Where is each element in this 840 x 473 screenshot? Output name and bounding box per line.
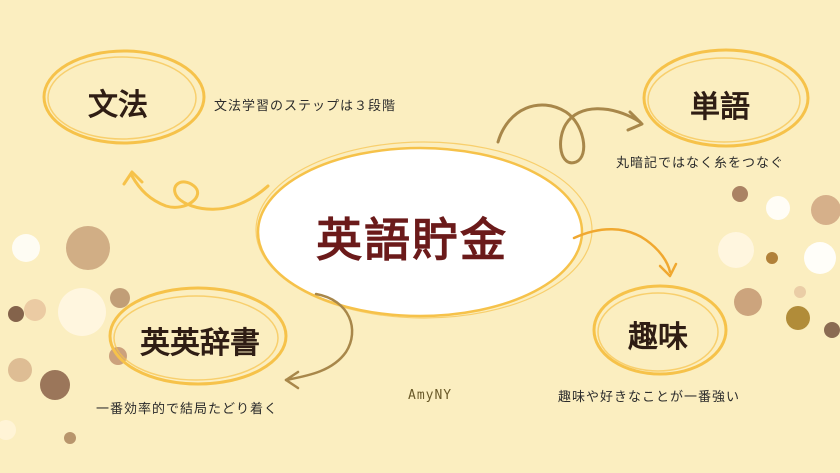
center-title: 英語貯金 xyxy=(316,213,508,267)
grammar-circle-inner xyxy=(47,56,197,140)
decor-dot xyxy=(786,306,810,330)
decor-dot xyxy=(8,306,24,322)
decor-dot xyxy=(732,186,748,202)
dictionary-title: 英英辞書 xyxy=(140,326,260,361)
dictionary-arrowhead xyxy=(284,370,300,390)
decor-dot xyxy=(794,286,806,298)
grammar-circle xyxy=(42,49,206,145)
decor-dot xyxy=(40,370,70,400)
decor-dot xyxy=(766,252,778,264)
vocabulary-circle-inner xyxy=(647,57,801,143)
vocabulary-title: 単語 xyxy=(690,90,750,125)
vocabulary-arrowhead xyxy=(626,110,644,132)
hobby-title: 趣味 xyxy=(628,320,688,355)
decor-dot xyxy=(110,288,130,308)
author-signature: AmyNY xyxy=(408,388,453,403)
decor-dot xyxy=(824,322,840,338)
decor-dot xyxy=(8,358,32,382)
hobby-note: 趣味や好きなことが一番強い xyxy=(558,390,741,405)
dictionary-circle xyxy=(108,286,288,386)
vocabulary-circle xyxy=(642,48,810,148)
decor-dot xyxy=(24,299,46,321)
hobby-arrowhead xyxy=(658,262,678,278)
decor-dot xyxy=(804,242,836,274)
decor-dot xyxy=(12,234,40,262)
grammar-note: 文法学習のステップは３段階 xyxy=(214,99,397,114)
decor-dot xyxy=(64,432,76,444)
decor-dot xyxy=(0,420,16,440)
decor-dot xyxy=(718,232,754,268)
decor-dot xyxy=(734,288,762,316)
dictionary-circle-inner xyxy=(113,295,279,381)
hobby-circle xyxy=(592,284,728,376)
decor-dot xyxy=(811,195,840,225)
decor-dot xyxy=(66,226,110,270)
center-ellipse xyxy=(256,146,584,318)
hobby-circle-inner xyxy=(597,292,719,372)
hobby-arrow xyxy=(572,228,672,274)
grammar-title: 文法 xyxy=(88,88,148,123)
dictionary-note: 一番効率的で結局たどり着く xyxy=(96,402,279,417)
decor-dot xyxy=(766,196,790,220)
grammar-arrowhead xyxy=(122,170,144,186)
grammar-arrow xyxy=(130,174,270,211)
dictionary-arrow xyxy=(284,292,354,382)
vocabulary-arrow xyxy=(496,103,642,165)
center-ellipse-sketch xyxy=(255,141,593,319)
vocabulary-note: 丸暗記ではなく糸をつなぐ xyxy=(616,156,785,171)
decor-dot xyxy=(58,288,106,336)
